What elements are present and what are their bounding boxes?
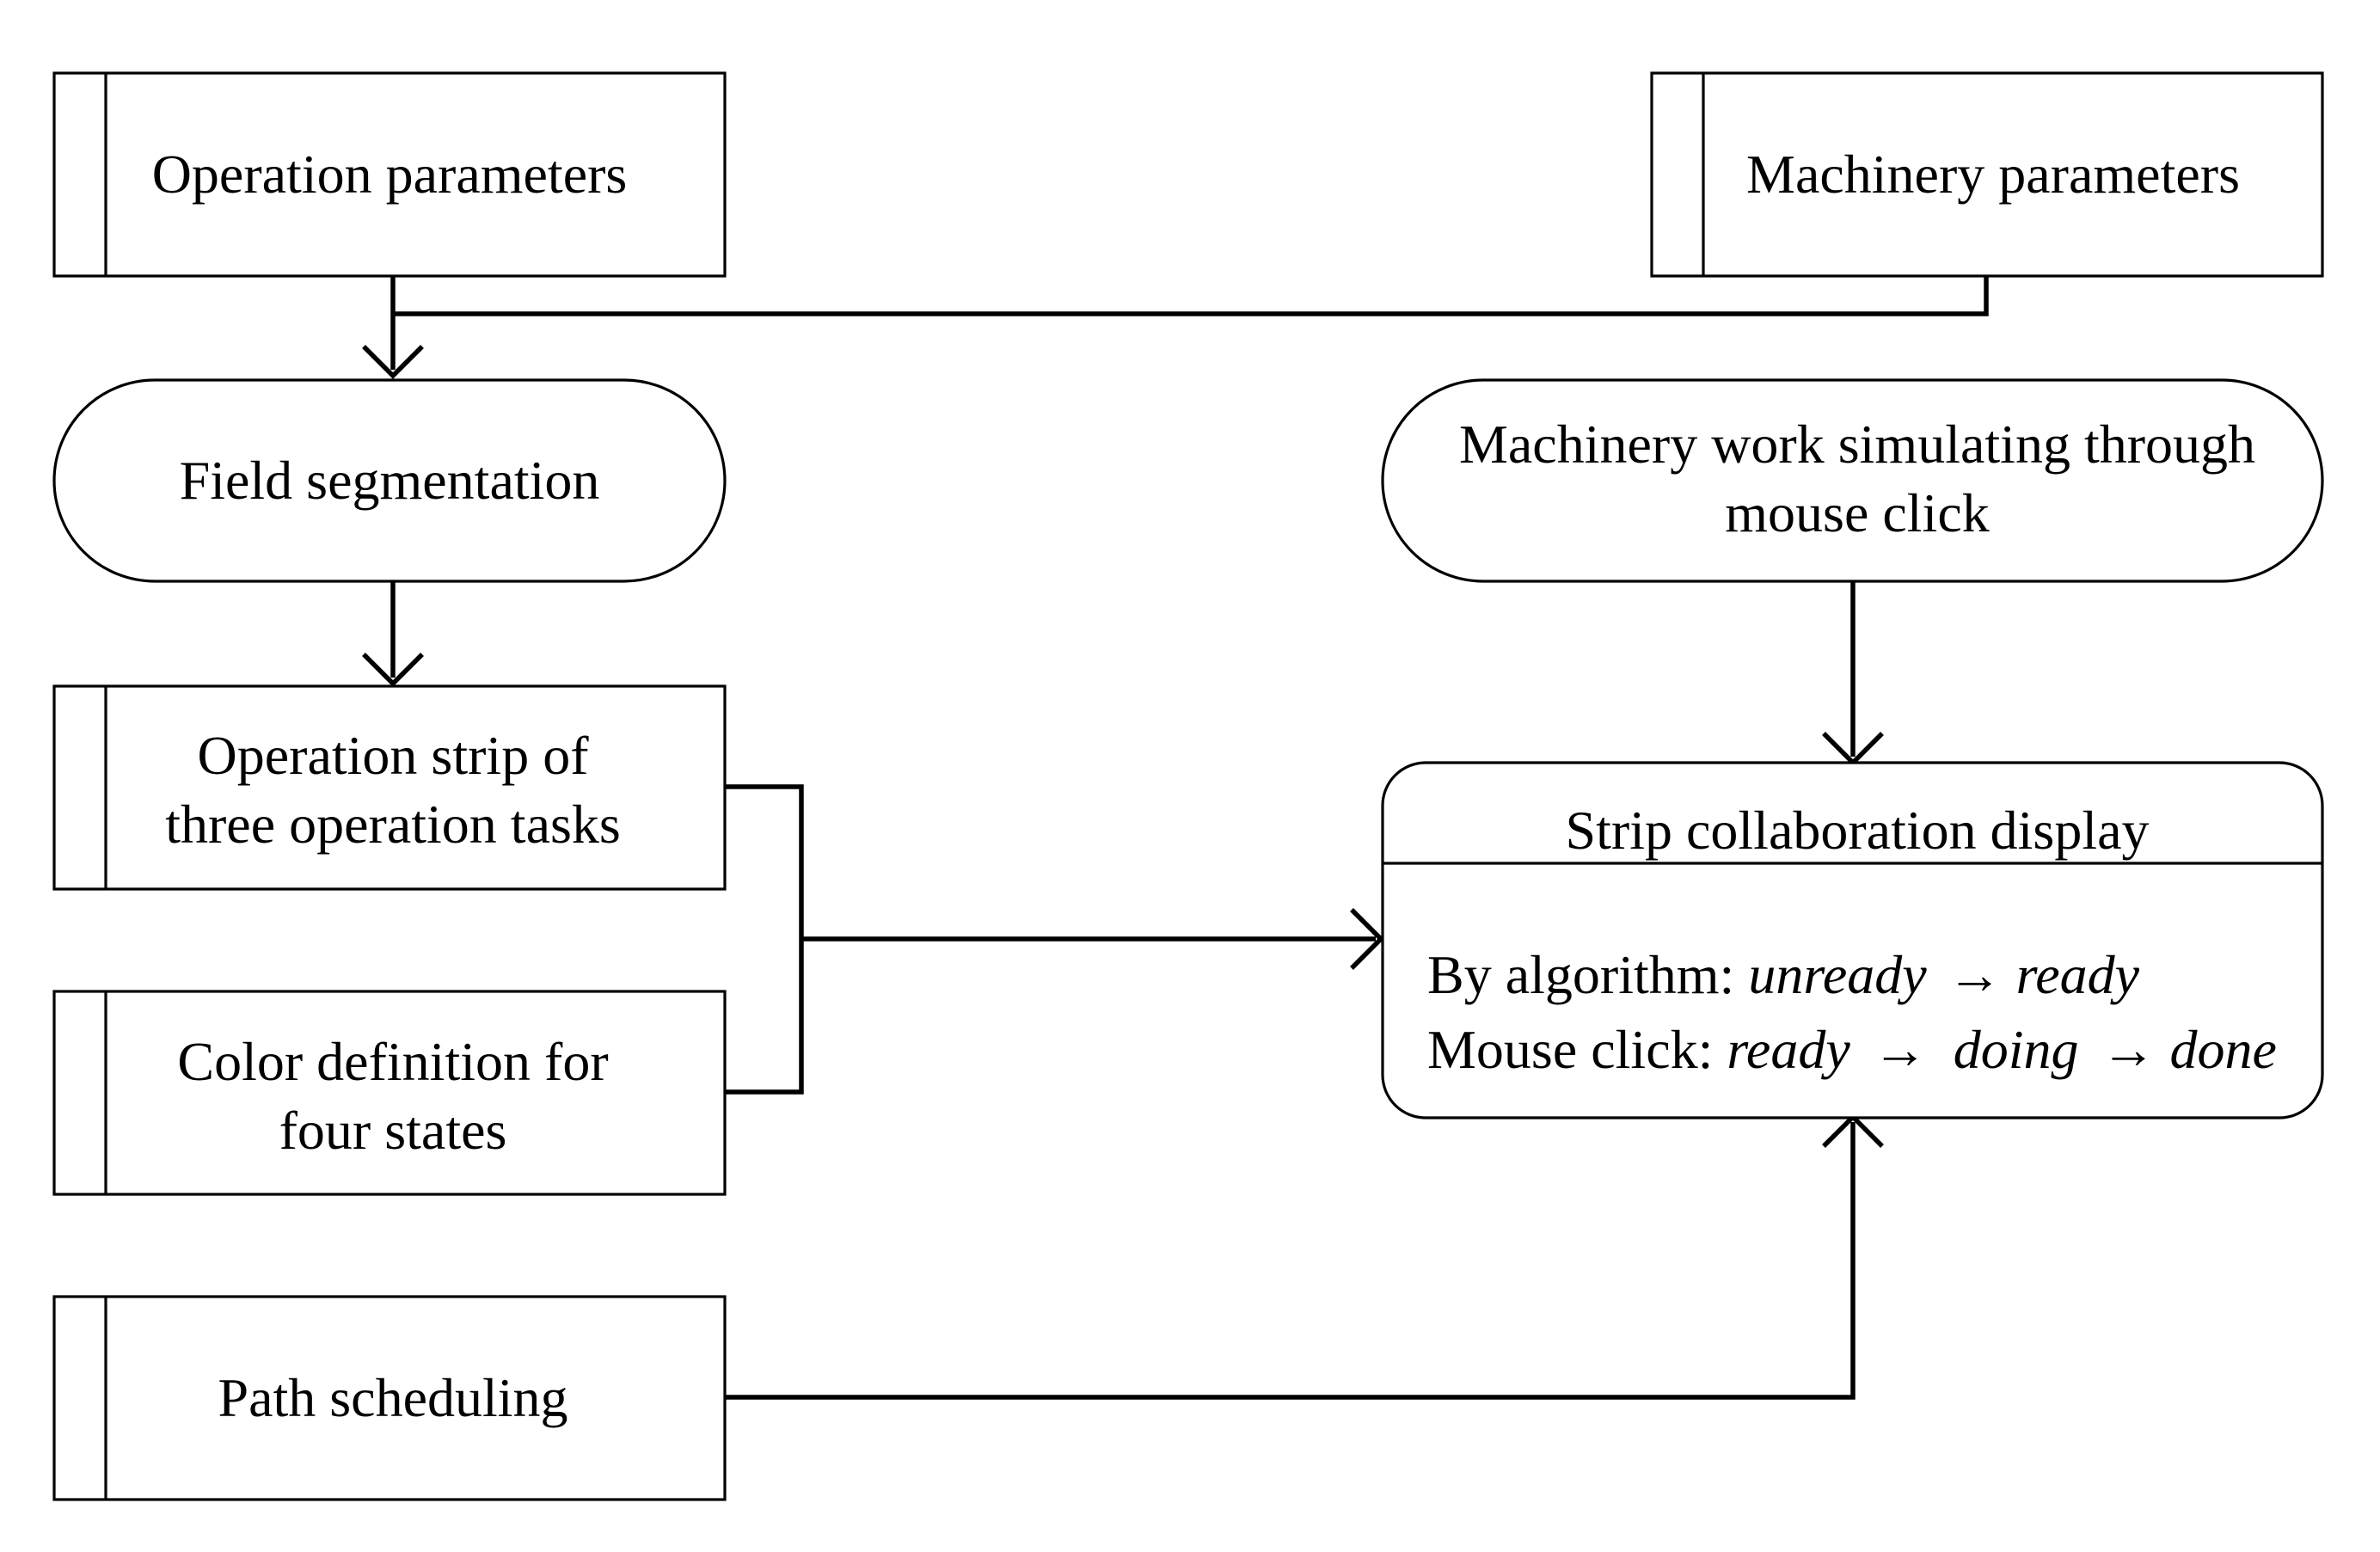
- operation-strip-line1: Operation strip of: [198, 725, 590, 786]
- connector-machinery-params-merge: [393, 276, 1989, 316]
- state-doing: doing: [1954, 1019, 2079, 1080]
- algorithm-transition-line: By algorithm: unready → ready: [1427, 944, 2140, 1005]
- click-prefix: Mouse click:: [1427, 1019, 1727, 1080]
- node-color-definition: Color definition for four states: [52, 990, 727, 1196]
- state-ready: ready: [2016, 944, 2140, 1005]
- state-done: done: [2170, 1019, 2277, 1080]
- connectors: [362, 276, 1989, 1400]
- arrowhead-field-segmentation: [362, 345, 424, 379]
- node-machinery-simulation: Machinery work simulating through mouse …: [1381, 378, 2324, 583]
- connector-bracket-operation-color: [725, 784, 804, 1095]
- mouse-click-transition-line: Mouse click: ready → doing → done: [1427, 1019, 2277, 1080]
- arrow-glyph: →: [1948, 944, 2003, 1005]
- machinery-simulation-line1: Machinery work simulating through: [1459, 414, 2255, 475]
- path-scheduling-label: Path scheduling: [218, 1367, 567, 1428]
- strip-display-title: Strip collaboration display: [1566, 800, 2150, 861]
- node-operation-strip: Operation strip of three operation tasks: [52, 684, 727, 891]
- operation-parameters-label: Operation parameters: [152, 144, 628, 205]
- arrow-glyph: →: [1873, 1019, 1928, 1080]
- state-ready: ready: [1727, 1019, 1850, 1080]
- machinery-simulation-line2: mouse click: [1725, 482, 1989, 543]
- state-unready: unready: [1748, 944, 1927, 1005]
- algorithm-prefix: By algorithm:: [1427, 944, 1748, 1005]
- node-strip-collaboration-display: Strip collaboration display By algorithm…: [1381, 761, 2324, 1120]
- connector-path-scheduling-to-strip-display: [725, 1122, 1856, 1400]
- operation-strip-line2: three operation tasks: [165, 794, 621, 855]
- node-path-scheduling: Path scheduling: [52, 1295, 727, 1501]
- arrow-glyph: →: [2101, 1019, 2156, 1080]
- machinery-parameters-label: Machinery parameters: [1746, 144, 2240, 205]
- arrowhead-strip-display-left: [1350, 908, 1384, 970]
- color-definition-line1: Color definition for: [177, 1031, 608, 1092]
- node-field-segmentation: Field segmentation: [52, 378, 727, 583]
- node-operation-parameters: Operation parameters: [52, 71, 727, 278]
- field-segmentation-label: Field segmentation: [180, 450, 600, 511]
- node-machinery-parameters: Machinery parameters: [1650, 71, 2324, 278]
- color-definition-line2: four states: [279, 1100, 507, 1161]
- arrowhead-operation-strip: [362, 653, 424, 687]
